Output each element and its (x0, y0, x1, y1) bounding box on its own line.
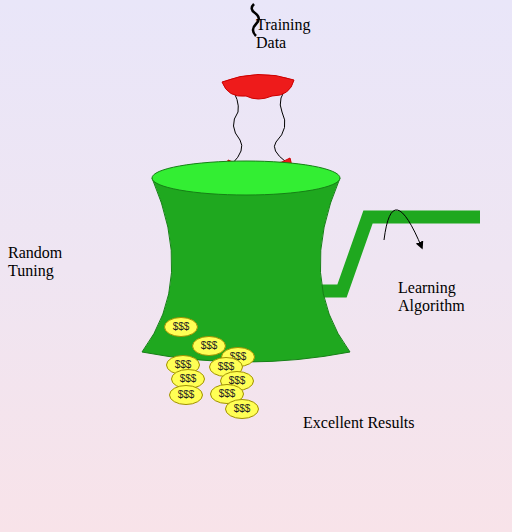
coin-ellipse (170, 386, 203, 405)
coin-text: $$$ (166, 359, 200, 371)
coin-ellipse (226, 400, 259, 419)
coin-text: $$$ (169, 389, 203, 401)
coin-text: $$$ (225, 403, 259, 415)
apple-top (222, 74, 294, 99)
coin: $$$ (192, 336, 226, 356)
coin-text: $$$ (164, 321, 198, 333)
coin-text: $$$ (192, 340, 226, 352)
caption-label: Training Data (256, 16, 332, 52)
coin-text: $$$ (171, 373, 205, 385)
coin-ellipse (165, 318, 198, 337)
apple-core (230, 86, 242, 164)
coin-text: $$$ (210, 388, 244, 400)
grinder-opening (152, 161, 340, 195)
caption-label: Excellent Results (303, 414, 463, 432)
coin: $$$ (169, 385, 203, 405)
coin: $$$ (225, 399, 259, 419)
caption-label: Random Tuning (8, 244, 80, 280)
caption-label: Learning Algorithm (398, 279, 488, 315)
grinder-body (142, 178, 350, 362)
coin-ellipse (193, 337, 226, 356)
turn-arrow (384, 210, 422, 248)
coin: $$$ (164, 317, 198, 337)
